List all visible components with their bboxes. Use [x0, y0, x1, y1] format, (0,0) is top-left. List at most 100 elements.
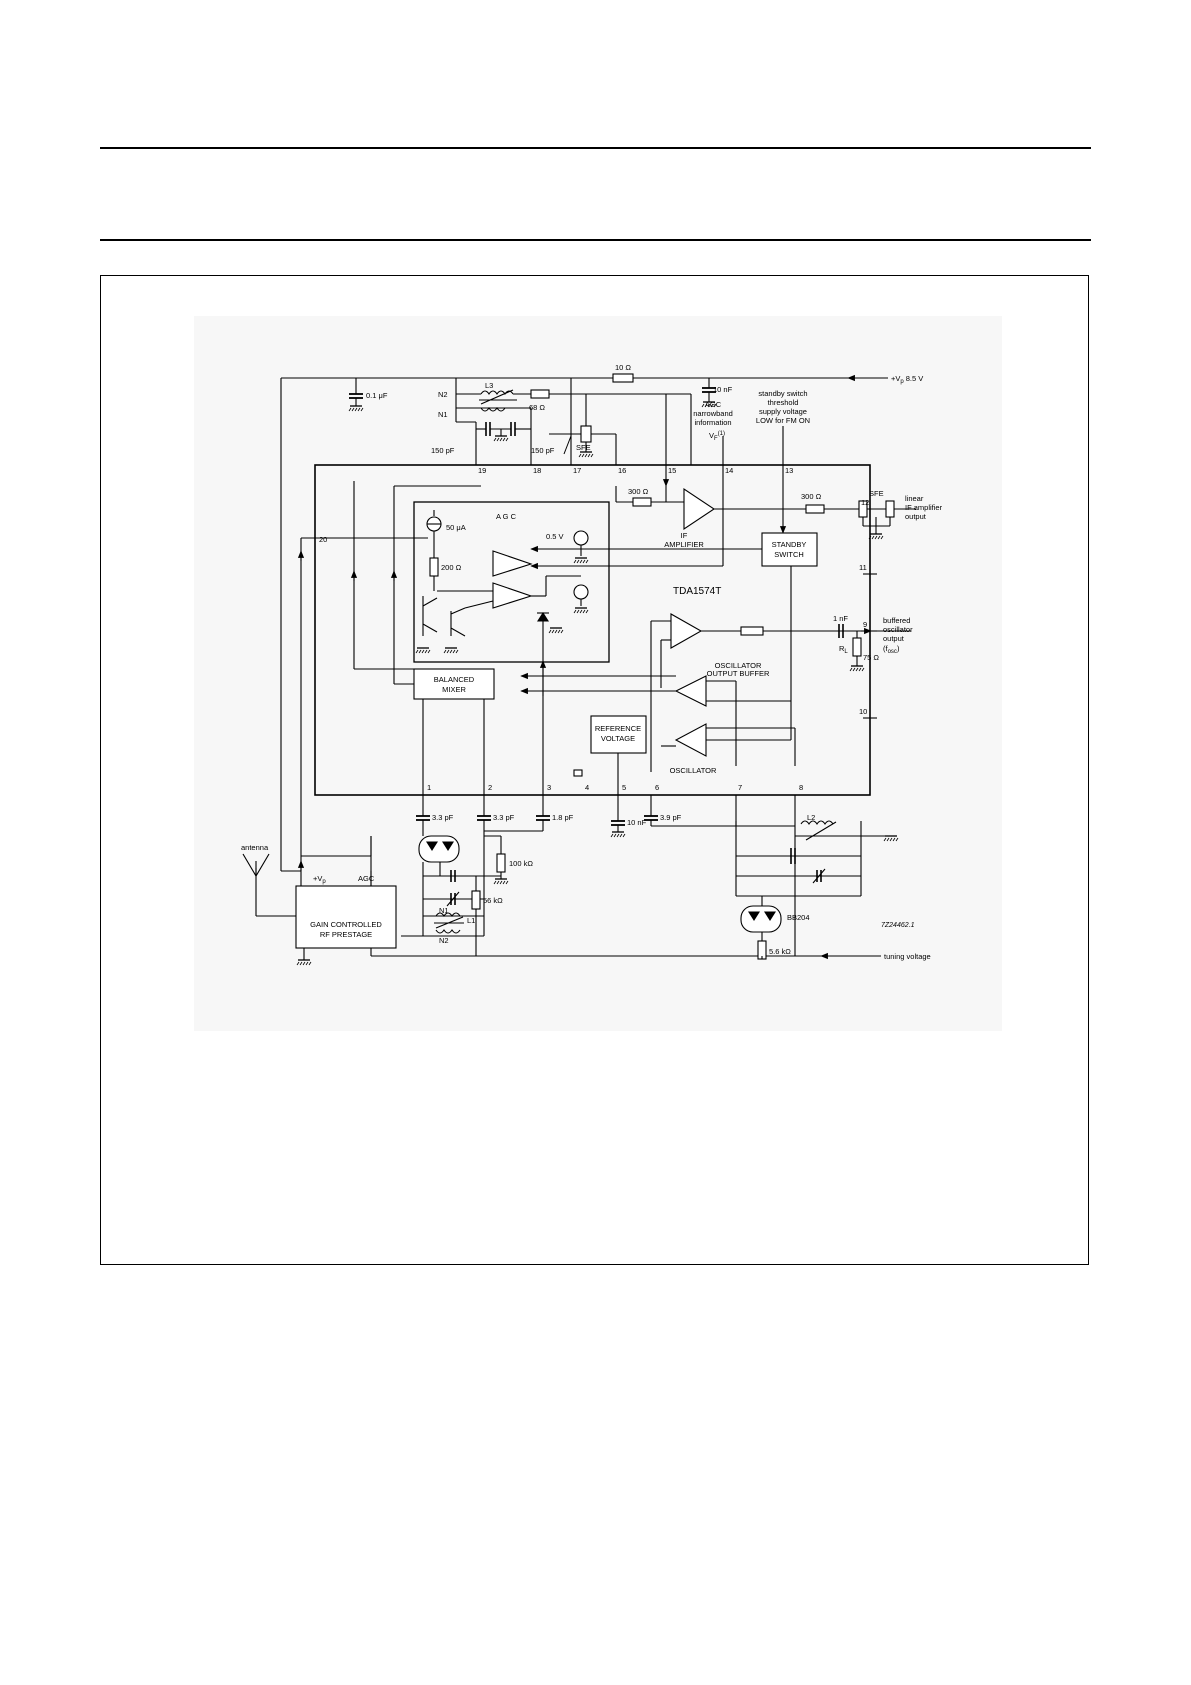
pin-2: 2	[488, 783, 492, 792]
resistor-56k	[471, 890, 481, 910]
label-osc-buffer-1: OSCILLATOR	[715, 661, 762, 670]
resistor-100k	[496, 853, 506, 873]
label-56k-bot: 5.6 kΩ	[769, 947, 791, 956]
label-100k: 100 kΩ	[509, 859, 533, 868]
label-sfe-out: SFE	[869, 489, 884, 498]
label-sfe-top: SFE	[576, 443, 591, 452]
label-1nf: 1 nF	[833, 614, 848, 623]
label-n2-top: N2	[438, 390, 448, 399]
label-n2-bot: N2	[439, 936, 449, 945]
label-50ua: 50 μA	[446, 523, 466, 532]
header-rule-top	[100, 147, 1091, 149]
balanced-mixer-box	[413, 668, 495, 700]
label-oscillator: OSCILLATOR	[670, 766, 717, 775]
label-standby-block-1: STANDBY	[772, 540, 807, 549]
resistor-75ohm	[852, 637, 862, 657]
label-if-out-2: IF amplifier	[905, 503, 943, 512]
label-figure-code: 7Z24462.1	[881, 922, 915, 929]
label-300ohm-out: 300 Ω	[801, 492, 822, 501]
label-75ohm: 75 Ω	[863, 653, 879, 662]
pin-20: 20	[319, 535, 327, 544]
sfe-filter-top	[580, 425, 592, 443]
resistor-300ohm-out	[805, 504, 825, 514]
label-10ohm: 10 Ω	[615, 363, 631, 372]
label-osc-buffer-2: OUTPUT BUFFER	[707, 669, 770, 678]
pin-18: 18	[533, 466, 541, 475]
label-rf-vp: +Vp	[313, 874, 326, 885]
label-mixer-1: BALANCED	[434, 675, 475, 684]
label-n1-bot: N1	[439, 906, 449, 915]
label-if-amp-2: AMPLIFIER	[664, 540, 704, 549]
label-osc-out-2: oscillator	[883, 625, 913, 634]
sfe-filter-out-b	[885, 500, 895, 518]
label-vf: VF(1)	[709, 431, 725, 442]
label-if-amp-1: IF	[681, 531, 688, 540]
rf-prestage-box	[295, 885, 397, 949]
pin-12: 12	[861, 498, 869, 507]
circuit-schematic: TDA1574T +Vp8.5 V 10 Ω 0.1 μF 10 nF L3 N…	[194, 316, 1002, 1031]
label-10nf-ref: 10 nF	[627, 818, 647, 827]
pin-1: 1	[427, 783, 431, 792]
osc-out-resistor	[740, 626, 764, 636]
label-rf-2: RF PRESTAGE	[320, 930, 372, 939]
label-agc-1: AGC	[705, 400, 722, 409]
label-agc-block: A G C	[496, 512, 517, 521]
label-l2: L2	[807, 813, 815, 822]
label-standby-1: standby switch	[758, 389, 807, 398]
label-rf-agc: AGC	[358, 874, 375, 883]
label-56k: 56 kΩ	[483, 896, 503, 905]
resistor-200ohm	[429, 557, 439, 577]
agc-block	[413, 501, 610, 663]
pin-15: 15	[668, 466, 676, 475]
label-300ohm-in: 300 Ω	[628, 487, 649, 496]
label-standby-4: LOW for FM ON	[756, 416, 810, 425]
label-bb204: BB204	[787, 913, 810, 922]
label-osc-out-3: output	[883, 634, 905, 643]
label-mixer-2: MIXER	[442, 685, 466, 694]
label-antenna: antenna	[241, 843, 269, 852]
pin-8: 8	[799, 783, 803, 792]
label-ref-2: VOLTAGE	[601, 734, 635, 743]
pin-17: 17	[573, 466, 581, 475]
label-39pf: 3.9 pF	[660, 813, 682, 822]
label-18pf: 1.8 pF	[552, 813, 574, 822]
pin-5: 5	[622, 783, 626, 792]
label-05v: 0.5 V	[546, 532, 564, 541]
resistor-10ohm	[612, 373, 634, 383]
label-33pf-a: 3.3 pF	[432, 813, 454, 822]
label-standby-2: threshold	[768, 398, 799, 407]
pin-11: 11	[859, 563, 867, 572]
pin-7: 7	[738, 783, 742, 792]
label-rf-1: GAIN CONTROLLED	[310, 920, 382, 929]
label-200ohm: 200 Ω	[441, 563, 462, 572]
label-tuning: tuning voltage	[884, 952, 931, 961]
label-agc-3: information	[694, 418, 731, 427]
pin-6: 6	[655, 783, 659, 792]
label-33pf-b: 3.3 pF	[493, 813, 515, 822]
ic-name: TDA1574T	[673, 586, 721, 597]
label-150pf-right: 150 pF	[531, 446, 555, 455]
label-standby-block-2: SWITCH	[774, 550, 804, 559]
label-osc-out-1: buffered	[883, 616, 910, 625]
label-150pf-left: 150 pF	[431, 446, 455, 455]
label-if-out-1: linear	[905, 494, 924, 503]
label-01uf: 0.1 μF	[366, 391, 388, 400]
resistor-300ohm-in	[632, 497, 652, 507]
label-l1: L1	[467, 916, 475, 925]
pin-19: 19	[478, 466, 486, 475]
label-68ohm: 68 Ω	[529, 403, 545, 412]
pin-4: 4	[585, 783, 589, 792]
resistor-68ohm	[530, 389, 550, 399]
label-l3: L3	[485, 381, 493, 390]
pin-13: 13	[785, 466, 793, 475]
label-agc-2: narrowband	[693, 409, 733, 418]
label-ref-1: REFERENCE	[595, 724, 641, 733]
pin-3: 3	[547, 783, 551, 792]
label-rl: RL	[839, 644, 848, 655]
pin-14: 14	[725, 466, 733, 475]
pin-10: 10	[859, 707, 867, 716]
pin-16: 16	[618, 466, 626, 475]
pin-9: 9	[863, 620, 867, 629]
